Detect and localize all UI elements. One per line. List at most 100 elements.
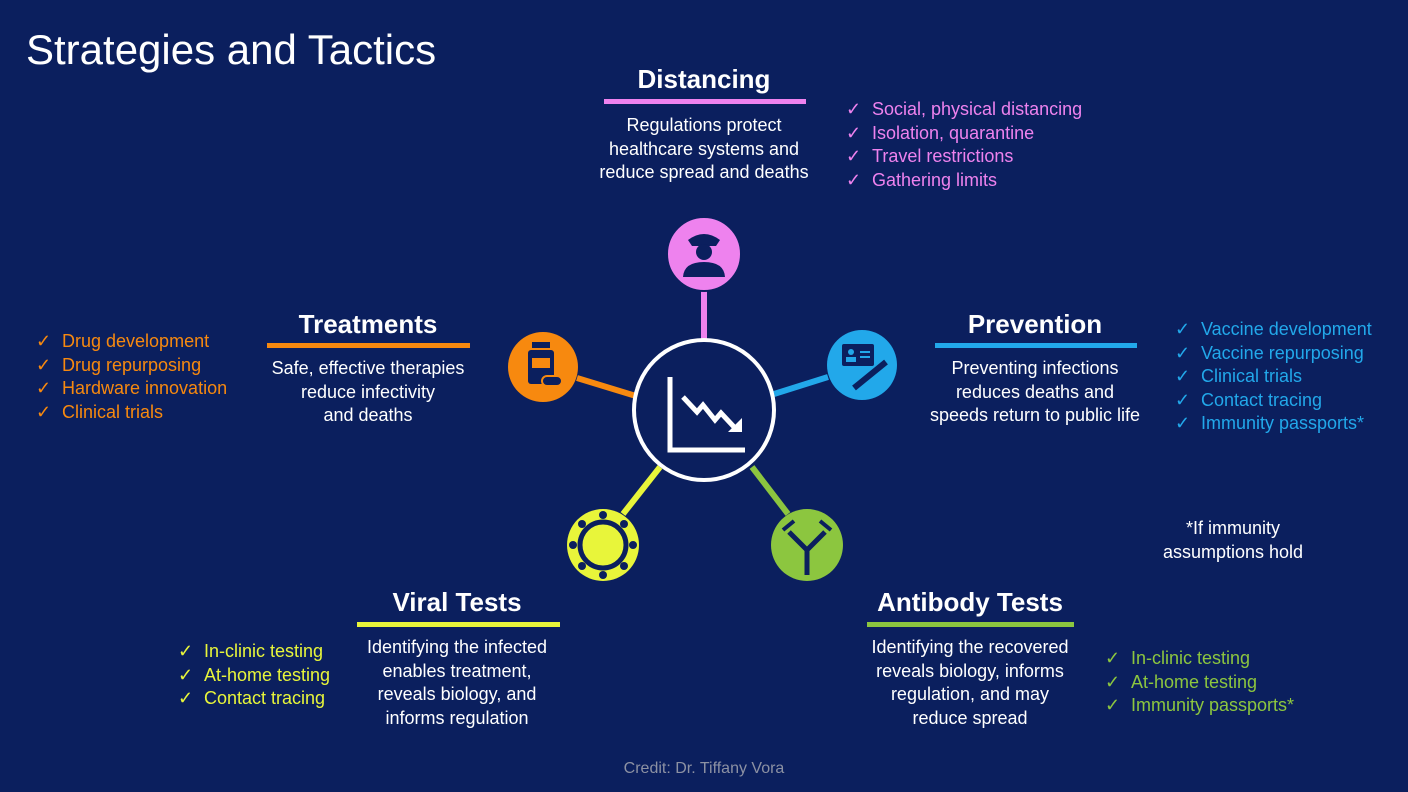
list-item-label: At-home testing [1131, 671, 1258, 692]
list-item: ✓ In-clinic testing [1105, 647, 1294, 671]
list-item-label: Drug repurposing [62, 354, 202, 375]
connector-treatments [576, 375, 637, 399]
credit: Credit: Dr. Tiffany Vora [623, 760, 785, 777]
id-card-syringe-icon [827, 330, 897, 400]
description-line: Preventing infections [951, 358, 1119, 378]
description-line: reduce spread [912, 707, 1028, 728]
description-line: enables treatment, [382, 660, 532, 681]
list-item-label: Clinical trials [1201, 366, 1303, 386]
checkmark-icon: ✓ [1105, 695, 1121, 715]
description-line: reduces deaths and [955, 381, 1115, 402]
list-item: ✓Gathering limits [846, 169, 1082, 193]
list-item-label: Immunity passports* [1131, 695, 1295, 715]
antibody-icon [771, 509, 843, 581]
description-line: reduce infectivity [300, 381, 436, 402]
checkmark-icon: ✓ [178, 664, 194, 685]
prevention-tactics-list: ✓ Vaccine development ✓ Vaccine repurposing… [1175, 318, 1372, 436]
virus-icon [567, 509, 639, 581]
checkmark-icon: ✓ [1105, 671, 1121, 692]
list-item: ✓Hardware innovation [36, 377, 227, 401]
police-officer-icon [666, 216, 742, 292]
list-item: ✓ Vaccine repurposing [1175, 342, 1372, 366]
list-item-label: Clinical trials [62, 401, 164, 422]
list-item: ✓ Clinical trials [36, 401, 227, 425]
description-line: speeds return to public life [929, 405, 1141, 425]
list-item: ✓ Drug development [36, 330, 227, 354]
viral-title: Viral Tests [392, 587, 522, 617]
list-item-label: Vaccine development [1201, 319, 1372, 339]
list-item-label: Immunity passports* [1201, 413, 1365, 433]
list-item-label: Contact tracing [1201, 389, 1323, 410]
list-item-label: In-clinic testing [1131, 648, 1251, 668]
checkmark-icon: ✓ [1175, 366, 1191, 386]
list-item-label: Social, physical distancing [872, 99, 1083, 119]
antibody-tactics-list: ✓ In-clinic testing ✓ At-home testing ✓ Immun… [1105, 647, 1294, 718]
viral-description: Identifying the infected enables treatmen… [297, 636, 617, 730]
connector-prevention [773, 374, 829, 397]
treatments-title: Treatments [298, 309, 438, 339]
list-item: ✓Travel restrictions [846, 145, 1082, 169]
list-item: ✓ Vaccine development [1175, 318, 1372, 342]
checkmark-icon: ✓ [36, 354, 52, 375]
list-item-label: Vaccine repurposing [1201, 342, 1364, 363]
list-item: ✓ Contact tracing [178, 687, 330, 711]
distancing-tactics-list: ✓ Social, physical distancing ✓ Isolation, … [846, 98, 1082, 192]
viral-tactics-list: ✓ In-clinic testing ✓ At-home testing ✓ Conta… [178, 640, 330, 711]
checkmark-icon: ✓ [178, 641, 194, 661]
description-line: regulation, and may [890, 684, 1050, 704]
list-item: ✓ In-clinic testing [178, 640, 330, 664]
footnote: *If immunity assumptions hold [1123, 516, 1343, 564]
antibody-description: Identifying the recovered reveals biology… [810, 636, 1130, 730]
checkmark-icon: ✓ [846, 99, 862, 119]
list-item-label: Isolation, quarantine [872, 122, 1035, 143]
description-line: Identifying the infected [366, 637, 548, 657]
distancing-title: Distancing [637, 64, 771, 94]
list-item: ✓ Contact tracing [1175, 389, 1372, 413]
checkmark-icon: ✓ [1175, 389, 1191, 410]
list-item: ✓ Social, physical distancing [846, 98, 1082, 122]
distancing-description: Regulations protect healthcare systems an… [544, 114, 864, 185]
connector-viral [620, 465, 663, 516]
checkmark-icon: ✓ [178, 688, 194, 708]
list-item-label: Travel restrictions [872, 146, 1014, 166]
description-line: Identifying the recovered [871, 637, 1069, 657]
prevention-description: Preventing infections reduces deaths and s… [875, 357, 1195, 428]
list-item: ✓ Clinical trials [1175, 365, 1372, 389]
list-item: ✓ Isolation, quarantine [846, 122, 1082, 146]
checkmark-icon: ✓ [1175, 319, 1191, 339]
checkmark-icon: ✓ [36, 401, 52, 422]
description-line: healthcare systems and [608, 138, 800, 159]
decline-chart-icon [632, 338, 776, 482]
treatments-tactics-list: ✓ Drug development ✓ Drug repurposing✓Hardw… [36, 330, 227, 424]
footnote-line: *If immunity [1185, 518, 1281, 538]
list-item: ✓ Immunity passports* [1175, 412, 1372, 436]
distancing-underline [604, 99, 806, 104]
connector-antibody [749, 465, 791, 516]
description-line: reduce spread and deaths [599, 162, 809, 182]
checkmark-icon: ✓ [1105, 648, 1121, 668]
checkmark-icon: ✓ [1175, 413, 1191, 433]
list-item: ✓ Immunity passports* [1105, 694, 1294, 718]
list-item-label: Drug development [62, 331, 210, 351]
checkmark-icon: ✓ [1175, 342, 1191, 363]
checkmark-icon: ✓ [36, 331, 52, 351]
list-item: ✓ Drug repurposing [36, 354, 227, 378]
checkmark-icon: ✓ [846, 122, 862, 143]
slide-title: Strategies and Tactics [26, 26, 437, 73]
pill-bottle-icon [508, 332, 578, 402]
description-line: Regulations protect [626, 115, 782, 135]
checkmark-icon: ✓ [846, 169, 862, 190]
list-item-label: Contact tracing [204, 688, 326, 708]
prevention-underline [935, 343, 1137, 348]
list-item: ✓ At-home testing [1105, 671, 1294, 695]
treatments-underline [267, 343, 470, 348]
list-item-label: In-clinic testing [204, 641, 324, 661]
checkmark-icon: ✓ [36, 378, 52, 398]
prevention-title: Prevention [967, 309, 1103, 339]
description-line: and deaths [323, 405, 413, 425]
description-line: reveals biology, informs [876, 660, 1064, 681]
list-item-label: At-home testing [204, 664, 331, 685]
